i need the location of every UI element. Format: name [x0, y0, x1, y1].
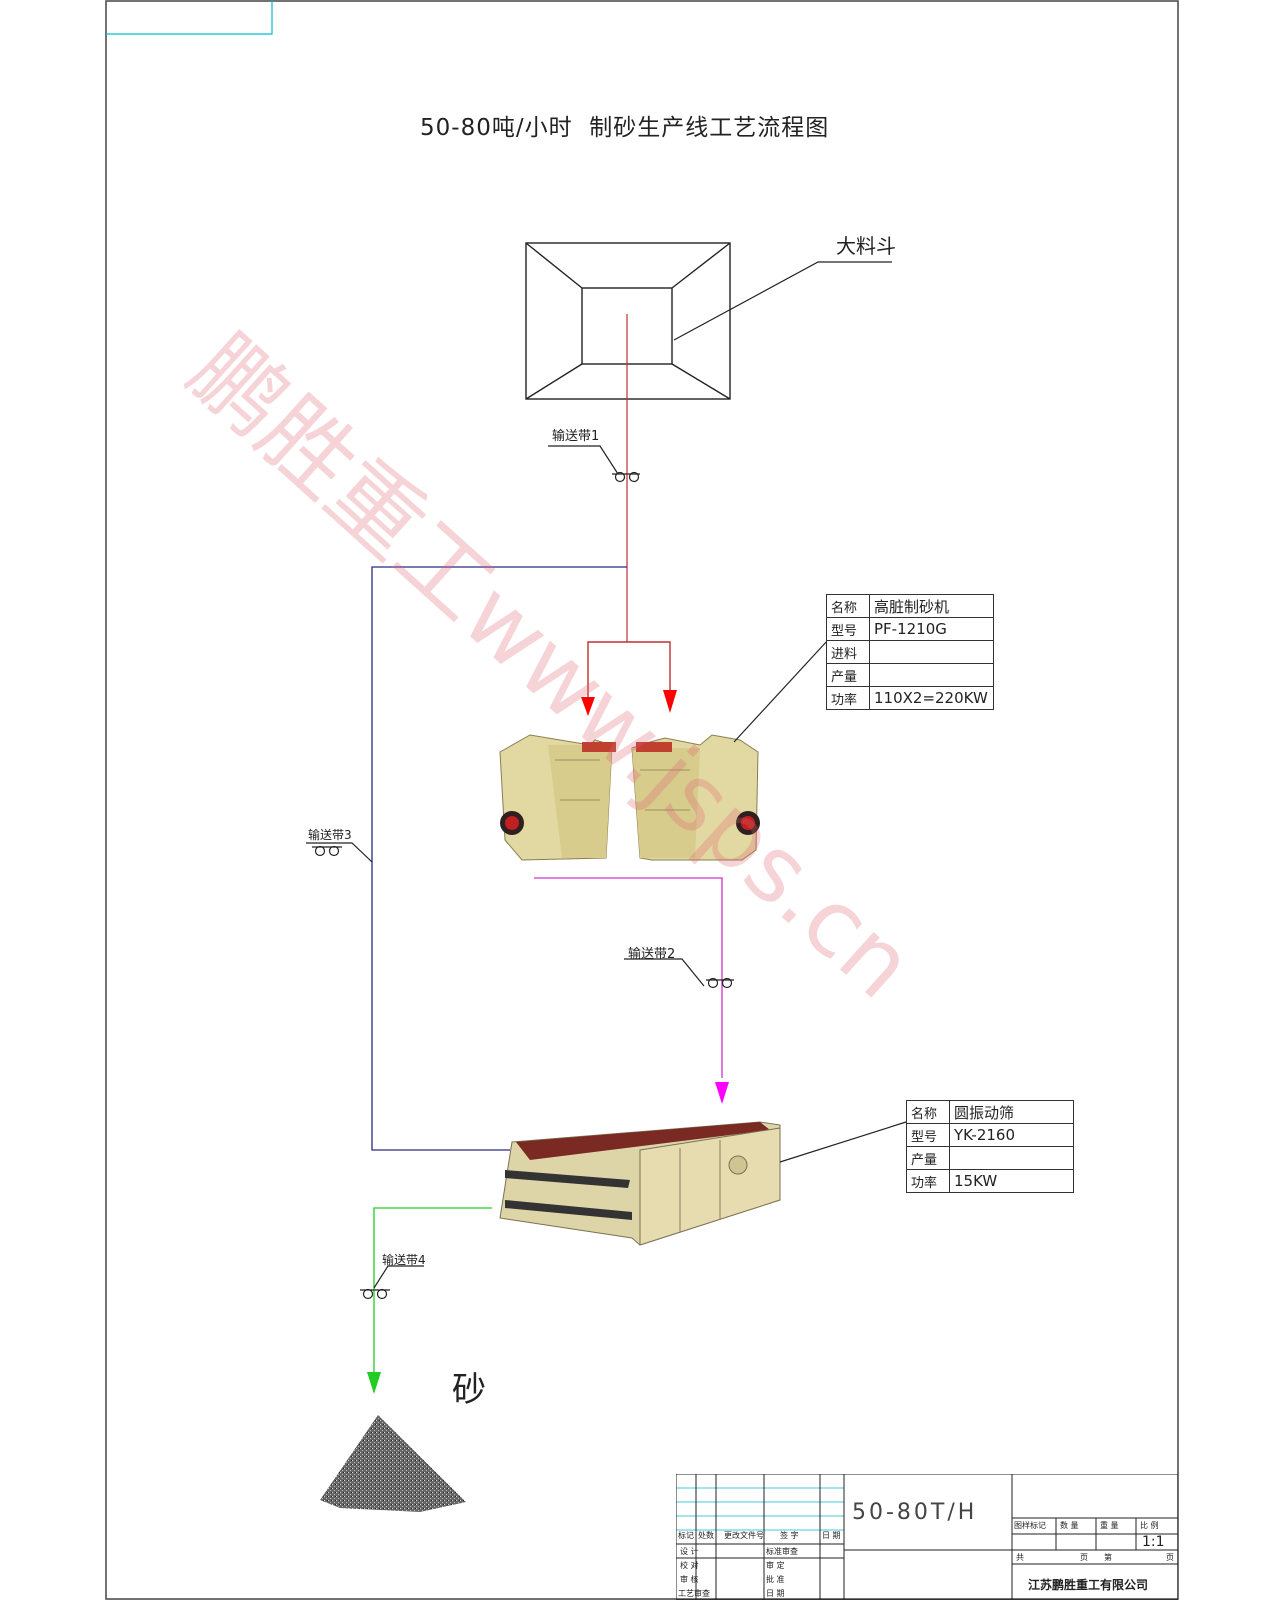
spec-row: 进料: [826, 640, 994, 664]
return-loop-line: [371, 566, 627, 1151]
tb-header-mark: 标记: [678, 1531, 694, 1540]
spec-value: 15KW: [949, 1169, 1074, 1193]
tb-quantity: 数 量: [1060, 1521, 1079, 1530]
sand-pile-image: [320, 1415, 466, 1512]
screen-leader: [779, 1121, 907, 1163]
spec-key: 名称: [826, 594, 870, 618]
crusher-output-line: [534, 877, 723, 1078]
tb-review: 审 核: [680, 1575, 699, 1584]
crusher-right-image: [631, 734, 760, 861]
spec-key: 型号: [826, 617, 870, 641]
feed-arrow-right: [663, 690, 677, 713]
spec-value: 圆振动筛: [949, 1100, 1074, 1124]
spec-key: 型号: [906, 1123, 950, 1147]
company-name: 江苏鹏胜重工有限公司: [1028, 1578, 1149, 1592]
spec-key: 名称: [906, 1100, 950, 1124]
drawing-border: [105, 0, 1179, 1600]
conveyor-2-label: 输送带2: [628, 947, 676, 962]
spec-row: 产量: [826, 663, 994, 687]
tb-weight: 重 量: [1100, 1521, 1119, 1530]
conveyor-1-label: 输送带1: [552, 429, 600, 444]
conveyor-2-symbol: [624, 958, 734, 989]
tb-check: 校 对: [680, 1561, 699, 1570]
tb-approve2: 批 准: [766, 1575, 785, 1584]
conveyor-4-label: 输送带4: [382, 1253, 426, 1267]
tb-std: 标准审查: [766, 1547, 798, 1556]
tb-ratio: 比 例: [1140, 1521, 1159, 1530]
spec-row: 名称圆振动筛: [906, 1100, 1074, 1124]
spec-value: YK-2160: [949, 1123, 1074, 1147]
scale-value: 1:1: [1142, 1534, 1165, 1550]
tb-page2: 页: [1166, 1553, 1174, 1562]
diagram-title: 50-80吨/小时 制砂生产线工艺流程图: [420, 115, 830, 141]
crusher-left-image: [499, 734, 616, 861]
spec-row: 名称高脏制砂机: [826, 594, 994, 618]
spec-value: [869, 663, 994, 687]
tb-design: 设 计: [680, 1547, 699, 1556]
hopper-drawing: [525, 242, 731, 400]
spec-row: 产量: [906, 1146, 1074, 1170]
vibrating-screen-image: [499, 1121, 781, 1246]
tb-total: 共: [1016, 1553, 1024, 1562]
drawing-number: 50-80T/H: [852, 1500, 978, 1525]
hopper-leader: [673, 261, 892, 341]
tb-header-date: 日 期: [822, 1531, 841, 1540]
conveyor-3-symbol: [306, 842, 373, 863]
conveyor-3-label: 输送带3: [308, 828, 352, 842]
feed-arrow-left: [581, 697, 595, 716]
spec-value: 高脏制砂机: [869, 594, 994, 618]
cad-corner-tab: [106, 1, 273, 35]
spec-key: 产量: [826, 663, 870, 687]
spec-key: 产量: [906, 1146, 950, 1170]
spec-value: [949, 1146, 1074, 1170]
tb-header-count: 处数: [698, 1531, 714, 1540]
sand-arrow: [367, 1372, 381, 1394]
tb-date: 日 期: [766, 1589, 785, 1598]
sand-product-label: 砂: [452, 1370, 486, 1410]
tb-header-doc: 更改文件号: [724, 1531, 764, 1540]
sand-line: [373, 1207, 492, 1375]
hopper-label: 大料斗: [836, 234, 896, 258]
feed-split: [587, 641, 671, 700]
spec-value: PF-1210G: [869, 617, 994, 641]
tb-sample-mark: 图样标记: [1014, 1521, 1046, 1530]
conveyor-1-symbol: [548, 445, 640, 483]
crusher-leader: [733, 639, 829, 743]
spec-key: 功率: [826, 686, 870, 710]
spec-key: 进料: [826, 640, 870, 664]
title-block: 50-80T/H 1:1 江苏鹏胜重工有限公司 标记 处数 更改文件号 签 字 …: [676, 1474, 1178, 1600]
tb-page1: 页: [1080, 1553, 1088, 1562]
spec-value: [869, 640, 994, 664]
tb-nth: 第: [1104, 1553, 1112, 1562]
spec-key: 功率: [906, 1169, 950, 1193]
tb-process: 工艺审查: [678, 1589, 710, 1598]
spec-value: 110X2=220KW: [869, 686, 994, 710]
crusher-output-arrow: [715, 1082, 729, 1104]
title-block-grid: [676, 1474, 1178, 1600]
tb-approve1: 审 定: [766, 1561, 785, 1570]
tb-header-sign: 签 字: [780, 1531, 799, 1540]
conveyor-4-symbol: [360, 1265, 424, 1300]
